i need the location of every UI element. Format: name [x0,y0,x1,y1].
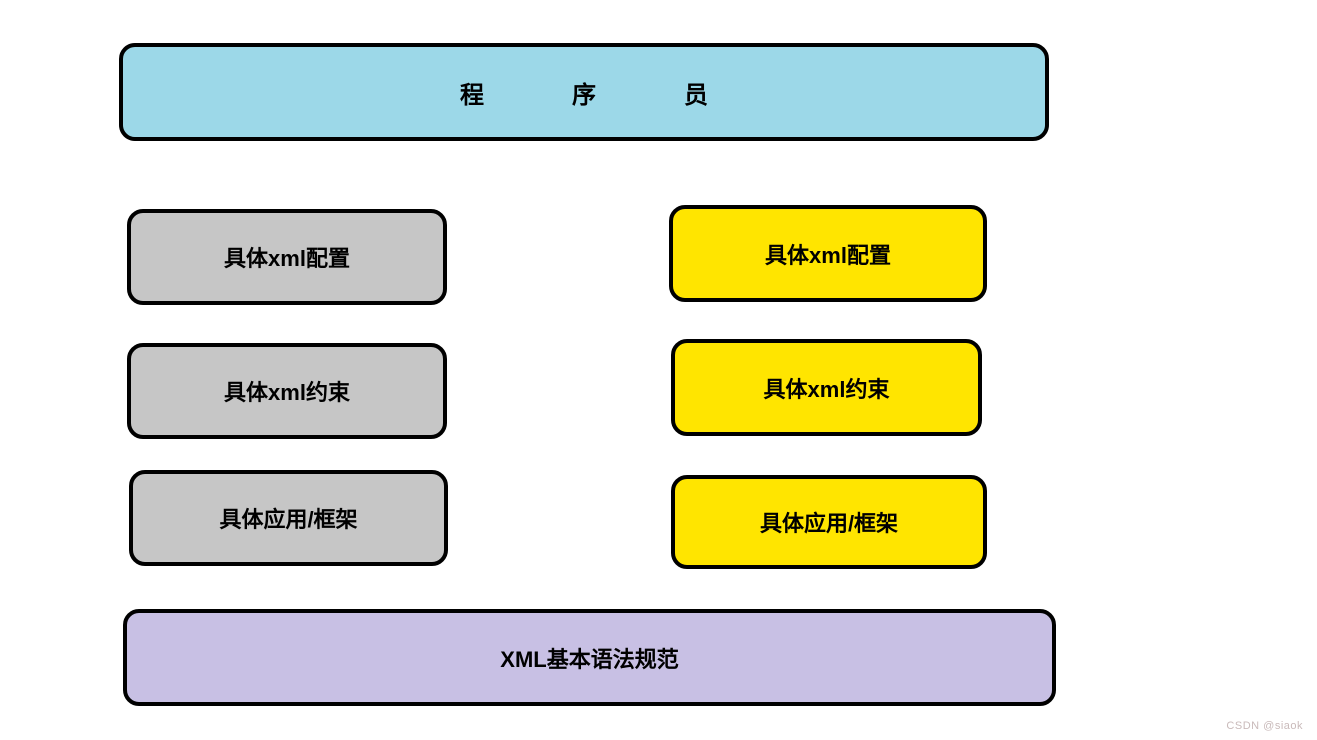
yellow-box-xml-config-label: 具体xml配置 [765,242,891,268]
yellow-box-app-framework-label: 具体应用/框架 [759,511,899,536]
gray-box-xml-constraint-label: 具体xml约束 [224,380,350,405]
gray-box-xml-config: 具体xml配置 [127,209,447,305]
yellow-box-app-framework: 具体应用/框架 [671,475,987,569]
yellow-box-xml-constraint: 具体xml约束 [671,339,982,436]
programmer-box-label: 程序员 [460,81,796,109]
programmer-box: 程序员 [119,43,1049,141]
csdn-watermark: CSDN @siaok [1226,720,1303,732]
gray-box-app-framework: 具体应用/框架 [129,470,448,566]
xml-syntax-spec-box: XML基本语法规范 [123,609,1056,706]
gray-box-xml-constraint: 具体xml约束 [127,343,447,439]
xml-syntax-spec-box-label: XML基本语法规范 [500,646,679,672]
yellow-box-xml-constraint-label: 具体xml约束 [763,376,890,402]
yellow-box-xml-config: 具体xml配置 [669,205,987,302]
gray-box-app-framework-label: 具体应用/框架 [219,507,358,532]
gray-box-xml-config-label: 具体xml配置 [224,246,350,271]
